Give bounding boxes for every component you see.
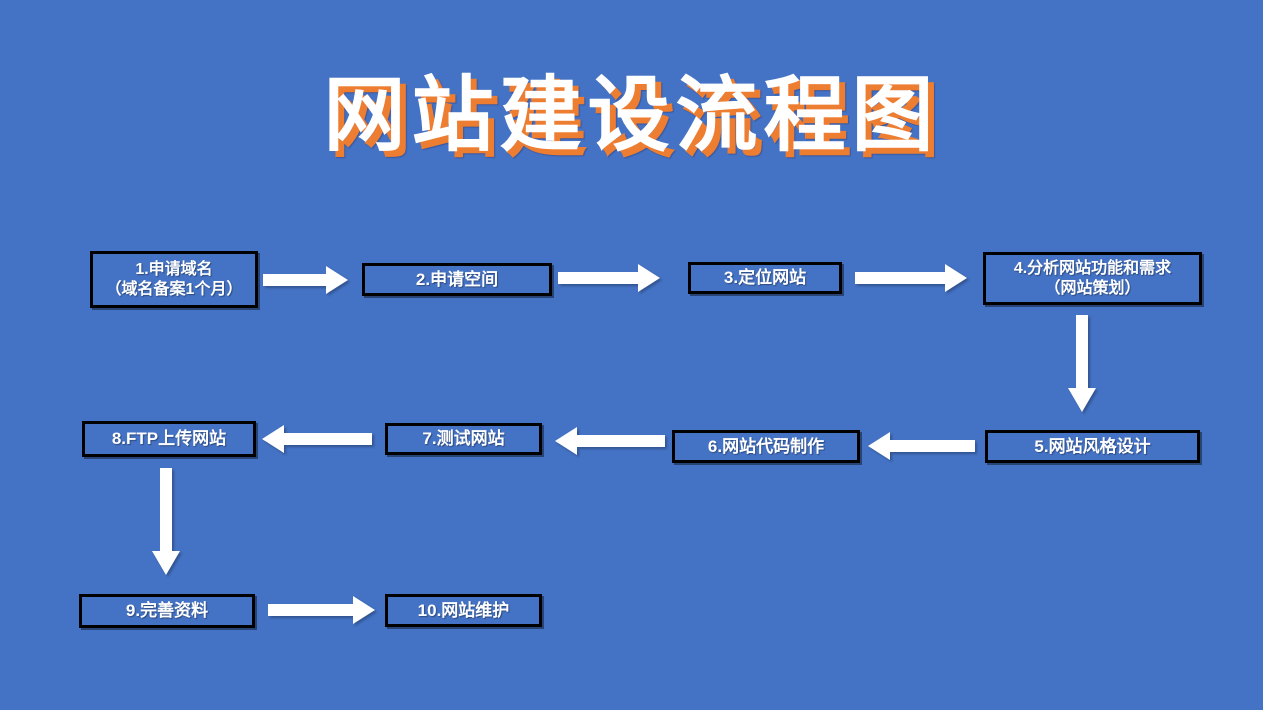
- arrow-step2-to-step3: [558, 264, 660, 292]
- arrow-step3-to-step4: [855, 264, 967, 292]
- step-box-5: 5.网站风格设计: [985, 430, 1200, 463]
- step-label: 1.申请域名: [135, 260, 213, 278]
- step-label: 2.申请空间: [415, 269, 499, 289]
- step-label: 5.网站风格设计: [1034, 436, 1151, 456]
- arrow-step8-to-step9: [152, 468, 180, 575]
- step-sublabel: （域名备案1个月）: [105, 280, 243, 298]
- step-label: 10.网站维护: [417, 600, 510, 620]
- step-box-6: 6.网站代码制作: [672, 430, 860, 463]
- step-box-3: 3.定位网站: [688, 262, 842, 294]
- step-label: 3.定位网站: [723, 268, 807, 288]
- step-label: 8.FTP上传网站: [111, 429, 227, 449]
- step-box-8: 8.FTP上传网站: [82, 421, 256, 457]
- arrow-step9-to-step10: [268, 596, 375, 624]
- step-box-7: 7.测试网站: [385, 423, 542, 455]
- step-sublabel: （网站策划）: [1044, 279, 1141, 297]
- arrow-step4-to-step5: [1068, 315, 1096, 412]
- arrow-step1-to-step2: [263, 266, 348, 294]
- step-box-1: 1.申请域名 （域名备案1个月）: [90, 251, 258, 308]
- step-label: 7.测试网站: [422, 429, 505, 449]
- page-title: 网站建设流程图: [323, 67, 940, 163]
- arrow-step7-to-step8: [262, 425, 372, 453]
- step-label: 6.网站代码制作: [707, 436, 825, 456]
- step-box-2: 2.申请空间: [362, 263, 552, 296]
- step-box-10: 10.网站维护: [385, 594, 542, 627]
- arrow-step6-to-step7: [555, 427, 665, 455]
- step-box-4: 4.分析网站功能和需求 （网站策划）: [983, 252, 1202, 305]
- step-label: 4.分析网站功能和需求: [1013, 259, 1172, 277]
- arrow-step5-to-step6: [868, 432, 975, 460]
- step-label: 9.完善资料: [125, 601, 209, 621]
- step-box-9: 9.完善资料: [79, 594, 255, 628]
